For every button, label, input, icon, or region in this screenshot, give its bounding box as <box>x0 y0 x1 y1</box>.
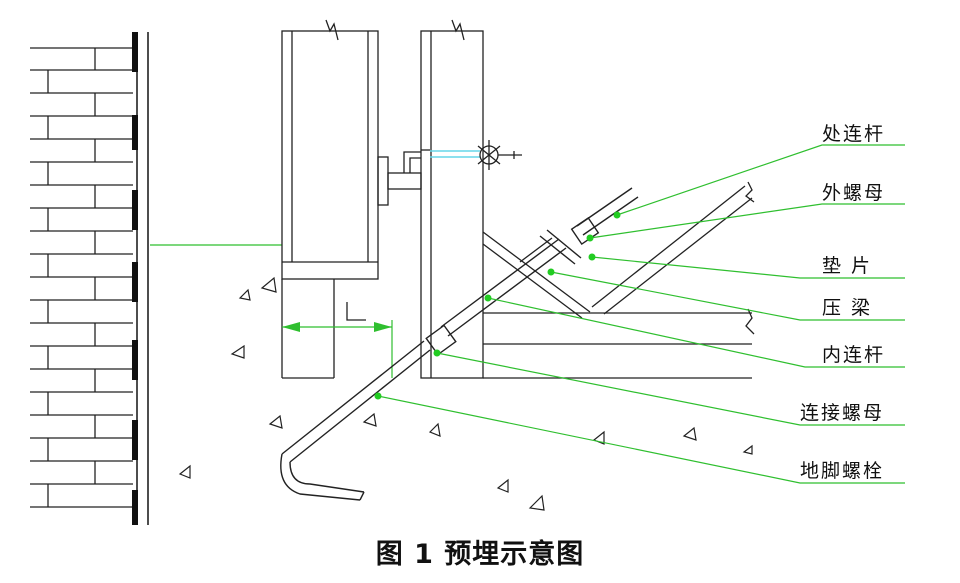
label-press-beam: 压 梁 <box>822 297 872 319</box>
label-inner-rod: 内连杆 <box>822 344 885 366</box>
tie-clamp <box>377 149 430 206</box>
formwork-left <box>281 19 379 379</box>
label-outer-rod: 处连杆 <box>822 123 885 145</box>
triangle-aggregate-icon <box>178 276 753 511</box>
leader-dots <box>374 211 621 400</box>
label-anchor-bolt: 地脚螺栓 <box>800 460 884 482</box>
formwork-right <box>420 19 484 379</box>
brick-wall <box>30 32 149 525</box>
figure-caption: 图 1 预埋示意图 <box>375 539 585 570</box>
wing-nut-icon <box>477 140 522 170</box>
label-outer-nut: 外螺母 <box>822 182 885 204</box>
wall-face-patches <box>132 32 138 525</box>
press-beam-bar <box>483 308 755 345</box>
ground-slab <box>150 244 752 379</box>
label-connect-nut: 连接螺母 <box>800 402 884 424</box>
diagonal-brace <box>482 181 755 319</box>
dimension-L <box>282 302 393 378</box>
tie-rod-assembly <box>280 187 639 501</box>
label-washer: 垫 片 <box>822 255 872 277</box>
tie-rod-cyan <box>430 150 480 158</box>
leader-lines <box>377 144 905 484</box>
